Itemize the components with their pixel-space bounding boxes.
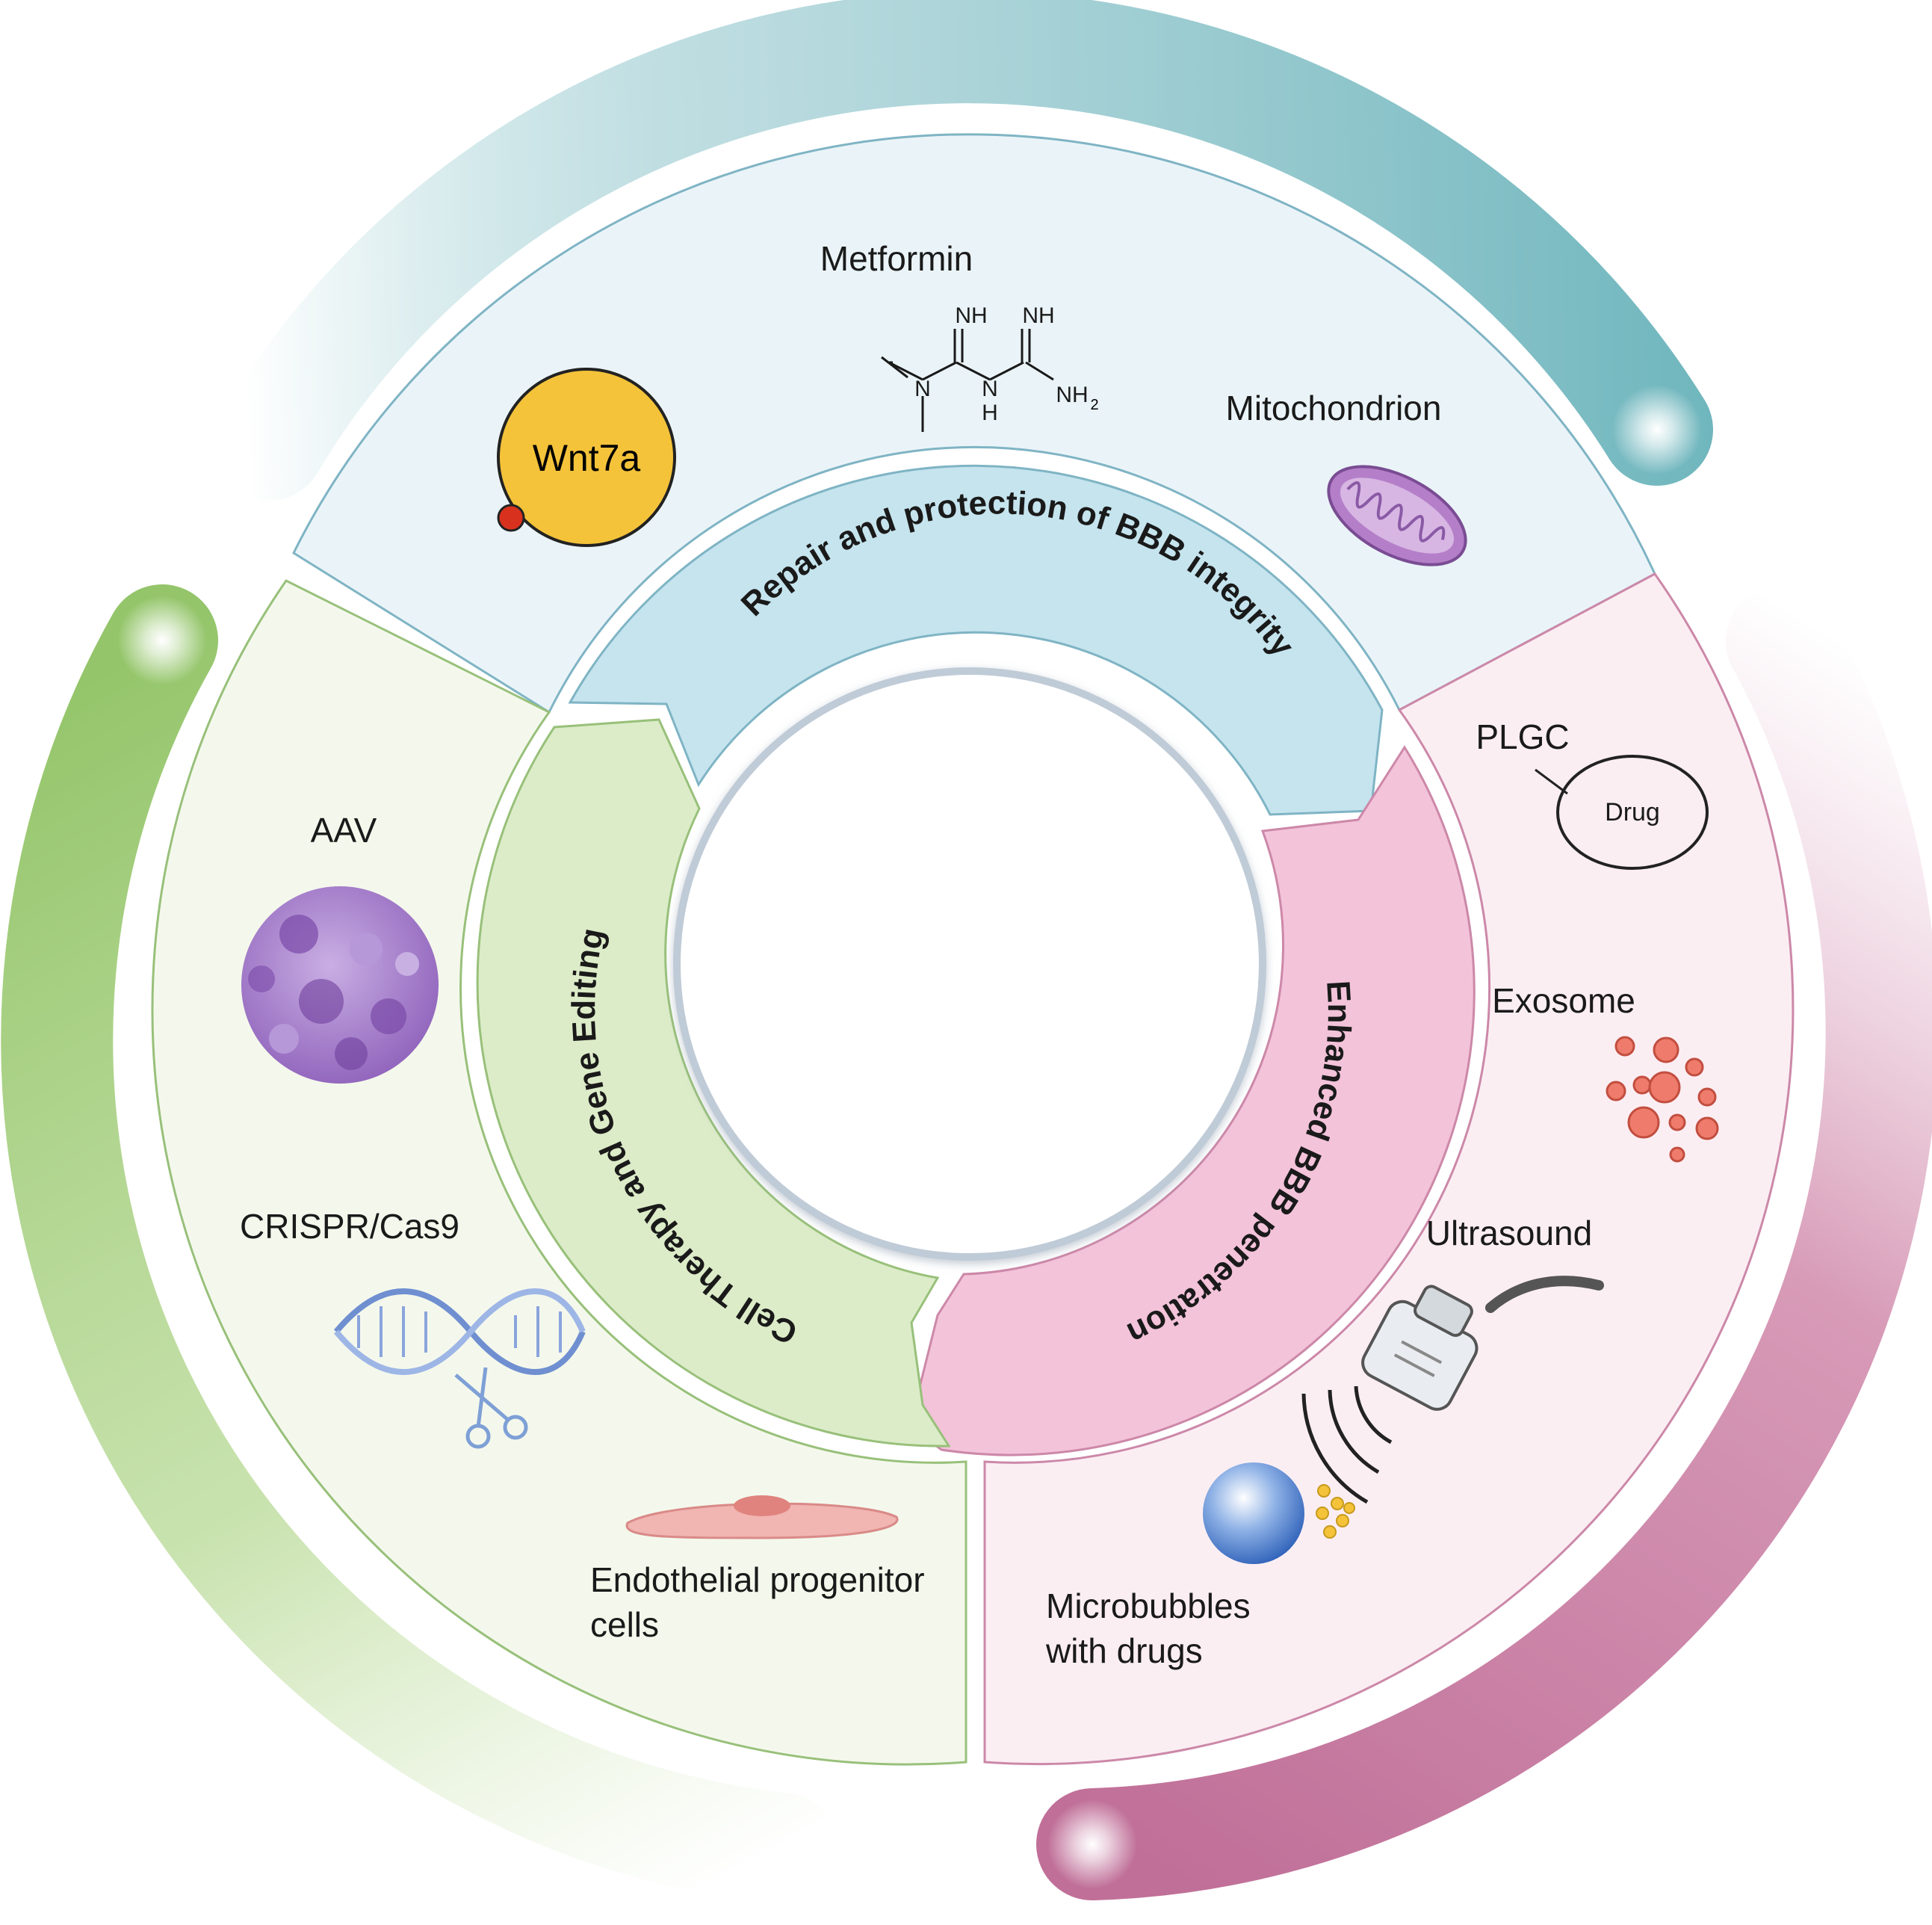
mitochondrion-icon [1327, 465, 1467, 566]
right-sector [983, 572, 1795, 1766]
inner-ring [476, 464, 1476, 1456]
microbubbles-label-line1: Microbubbles [1046, 1586, 1251, 1625]
chem-sub-2: 2 [1090, 397, 1098, 413]
endothelial-cell-icon [625, 1495, 899, 1539]
ultrasound-probe-icon [1301, 1276, 1604, 1504]
cell-band [476, 718, 951, 1447]
metformin-structure-icon [881, 329, 1054, 432]
chem-n-bridge: N [982, 377, 998, 401]
left-sector [151, 579, 967, 1766]
crispr-label: CRISPR/Cas9 [240, 1207, 459, 1246]
outer-sectors [151, 133, 1795, 1766]
aav-icon [241, 886, 439, 1084]
penetration-band [917, 745, 1476, 1456]
wnt7a-label: Wnt7a [533, 437, 641, 479]
plgc-label: PLGC [1476, 717, 1569, 756]
chem-n: N [914, 377, 931, 401]
epc-label-line1: Endothelial progenitor [590, 1560, 925, 1599]
chem-nh2: NH [1056, 383, 1088, 407]
chem-nh-1: NH [955, 303, 987, 328]
epc-label-line2: cells [590, 1605, 659, 1644]
plgc-icon [1535, 755, 1709, 870]
exosome-icon [1606, 1036, 1719, 1163]
teal-arc [213, 0, 1713, 501]
dna-scissors-icon [333, 1288, 586, 1449]
microbubble-icon [1203, 1462, 1355, 1564]
top-sector [292, 133, 1656, 714]
mitochondrion-label: Mitochondrion [1226, 389, 1442, 427]
microbubbles-label-line2: with drugs [1045, 1631, 1203, 1670]
ultrasound-label: Ultrasound [1426, 1214, 1592, 1252]
drug-label: Drug [1605, 798, 1660, 826]
chem-nh-2: NH [1022, 303, 1054, 328]
wnt7a-icon [497, 368, 676, 547]
green-arc-glow [117, 596, 207, 685]
magenta-arc [1036, 585, 1932, 1900]
green-arc [1, 584, 839, 1905]
chem-h: H [982, 401, 998, 425]
exosome-label: Exosome [1492, 981, 1635, 1020]
teal-arc-glow [1612, 385, 1702, 475]
center-hole [673, 667, 1266, 1261]
aav-label: AAV [311, 811, 377, 850]
magenta-arc-glow [1047, 1799, 1137, 1889]
metformin-label: Metformin [820, 239, 973, 278]
repair-band [568, 464, 1384, 816]
